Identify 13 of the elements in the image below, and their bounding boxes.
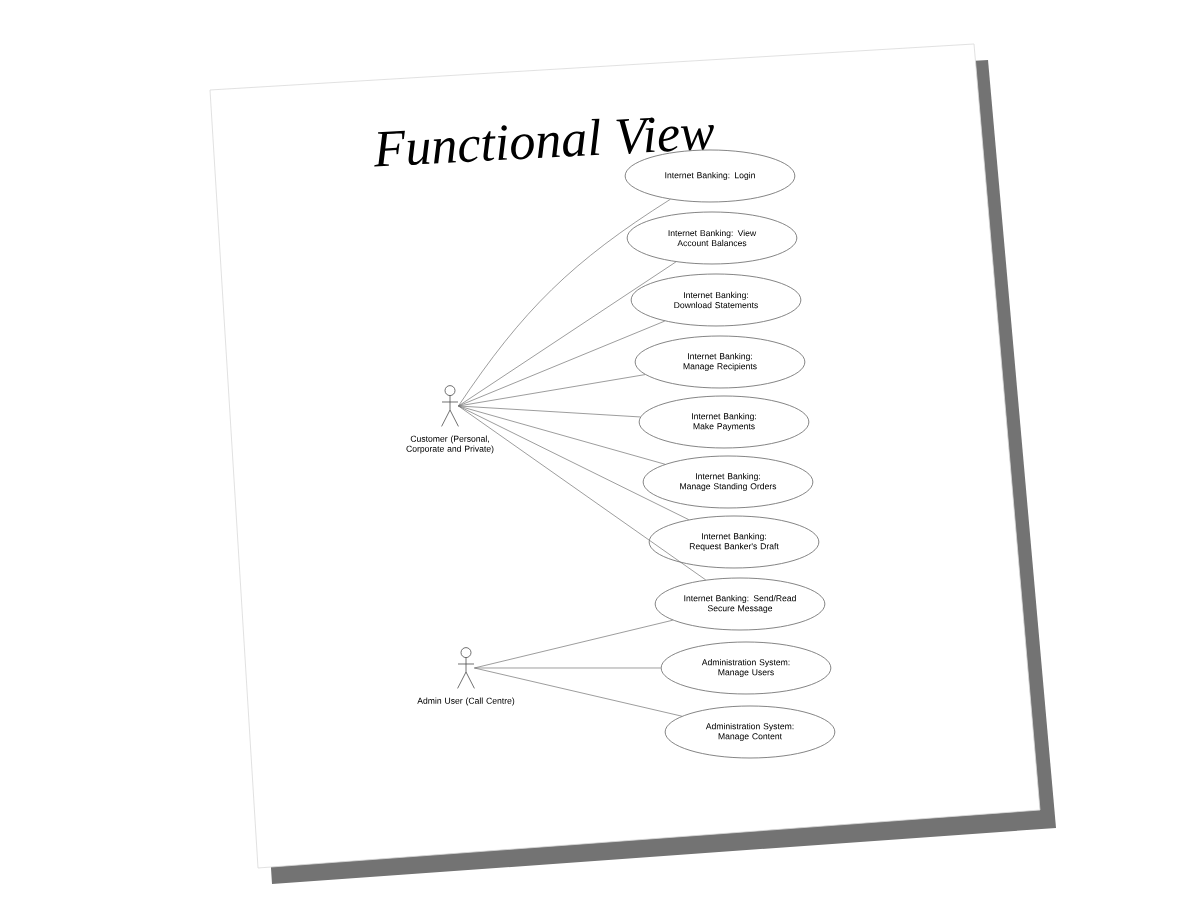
association-line xyxy=(474,619,674,669)
actor-figure xyxy=(441,385,459,427)
association-line xyxy=(458,405,690,520)
association-line xyxy=(458,374,646,407)
association-line xyxy=(458,261,677,407)
association-line xyxy=(458,405,666,465)
association-line xyxy=(458,320,666,407)
association-line xyxy=(458,199,671,407)
association-line xyxy=(458,405,641,418)
association-line xyxy=(474,667,662,669)
association-line xyxy=(458,405,706,581)
association-line xyxy=(474,667,683,717)
actor-figure xyxy=(457,647,475,689)
